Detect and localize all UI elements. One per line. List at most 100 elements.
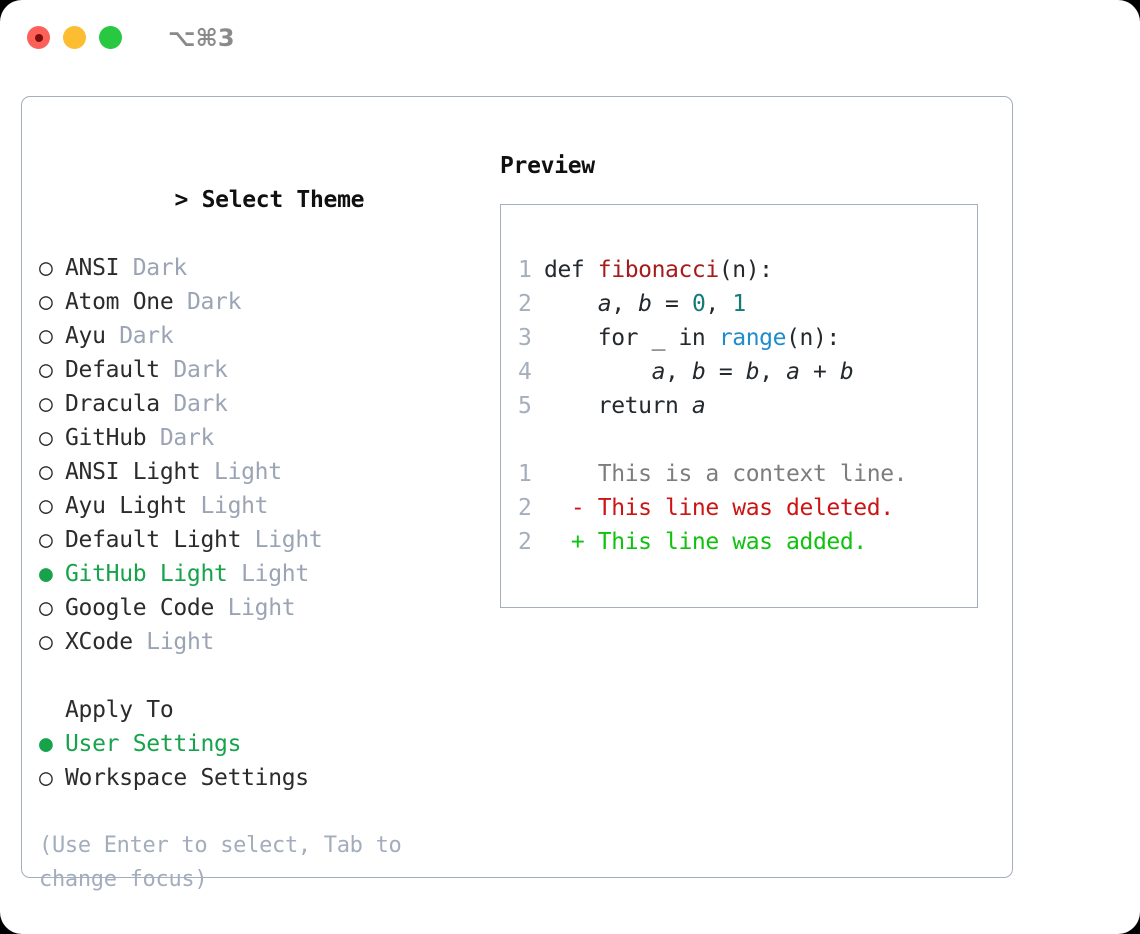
theme-option-label: Default bbox=[65, 357, 160, 383]
code-token-num: 0 bbox=[691, 291, 706, 317]
theme-option-default[interactable]: ○ Default Dark bbox=[39, 353, 479, 387]
theme-list-pane: > Select Theme ○ ANSI Dark○ Atom One Dar… bbox=[39, 149, 479, 897]
code-token-plain: , bbox=[705, 291, 733, 317]
code-token-plain: , bbox=[759, 359, 787, 385]
code-line: 3 for _ in range(n): bbox=[518, 321, 969, 355]
theme-option-list[interactable]: ○ ANSI Dark○ Atom One Dark○ Ayu Dark○ De… bbox=[39, 251, 479, 659]
diff-line-text: This line was deleted. bbox=[597, 495, 894, 521]
theme-option-label: Dracula bbox=[65, 391, 160, 417]
theme-option-dracula[interactable]: ○ Dracula Dark bbox=[39, 387, 479, 421]
theme-variant-badge: Light bbox=[186, 493, 269, 519]
code-token-num: 1 bbox=[732, 291, 746, 317]
radio-selected-icon: ● bbox=[39, 561, 67, 587]
theme-option-atom-one[interactable]: ○ Atom One Dark bbox=[39, 285, 479, 319]
code-token-var: a bbox=[691, 393, 706, 419]
apply-to-option-label: Workspace Settings bbox=[65, 765, 309, 791]
diff-line-number: 2 bbox=[518, 495, 532, 521]
radio-unselected-icon: ○ bbox=[39, 323, 67, 349]
theme-variant-badge: Dark bbox=[119, 255, 188, 281]
diff-line-text: This line was added. bbox=[597, 529, 867, 555]
theme-option-label: GitHub bbox=[65, 425, 147, 451]
theme-variant-badge: Light bbox=[200, 459, 282, 485]
diff-sign: - bbox=[544, 495, 598, 521]
code-line-number: 1 bbox=[518, 257, 532, 283]
theme-option-ayu[interactable]: ○ Ayu Dark bbox=[39, 319, 479, 353]
code-line-number: 5 bbox=[518, 393, 532, 419]
preview-title: Preview bbox=[500, 153, 595, 179]
theme-option-default-light[interactable]: ○ Default Light Light bbox=[39, 523, 479, 557]
code-line: 4 a, b = b, a + b bbox=[518, 355, 969, 389]
code-line-number: 2 bbox=[518, 291, 532, 317]
theme-option-github[interactable]: ○ GitHub Dark bbox=[39, 421, 479, 455]
theme-variant-badge: Light bbox=[227, 561, 309, 587]
code-diff-gap bbox=[518, 423, 969, 457]
traffic-light-group bbox=[27, 26, 122, 49]
minimize-button[interactable] bbox=[63, 26, 86, 49]
code-token-var: a bbox=[597, 291, 612, 317]
code-token-plain: , bbox=[611, 291, 639, 317]
code-token-plain: (n): bbox=[786, 325, 840, 351]
diff-sign: + bbox=[544, 529, 598, 555]
code-line-number: 4 bbox=[518, 359, 532, 385]
theme-option-label: Default Light bbox=[65, 527, 242, 553]
code-token-var: b bbox=[638, 291, 652, 317]
theme-variant-badge: Dark bbox=[159, 391, 228, 417]
theme-variant-badge: Dark bbox=[105, 323, 174, 349]
code-token-plain: for _ in bbox=[544, 325, 719, 351]
radio-unselected-icon: ○ bbox=[39, 255, 67, 281]
diff-line-add: 2 + This line was added. bbox=[518, 525, 969, 559]
code-token-plain bbox=[544, 359, 652, 385]
theme-variant-badge: Light bbox=[132, 629, 215, 655]
code-token-var: a bbox=[651, 359, 666, 385]
diff-line-group: 1 This is a context line.2 - This line w… bbox=[518, 457, 969, 559]
apply-to-header: Apply To bbox=[65, 697, 174, 723]
theme-variant-badge: Dark bbox=[146, 425, 215, 451]
radio-unselected-icon: ○ bbox=[39, 459, 67, 485]
code-token-plain: def bbox=[544, 257, 598, 283]
theme-option-google-code[interactable]: ○ Google Code Light bbox=[39, 591, 479, 625]
theme-variant-badge: Light bbox=[241, 527, 323, 553]
code-token-call: range bbox=[718, 325, 787, 351]
code-token-var: b bbox=[839, 359, 854, 385]
radio-unselected-icon: ○ bbox=[39, 493, 67, 519]
theme-option-label: XCode bbox=[65, 629, 133, 655]
diff-line-ctx: 1 This is a context line. bbox=[518, 457, 969, 491]
code-token-plain: , bbox=[665, 359, 692, 385]
theme-variant-badge: Light bbox=[214, 595, 296, 621]
apply-to-option-workspace-settings[interactable]: ○ Workspace Settings bbox=[39, 761, 479, 795]
keyboard-shortcut-label: ⌥⌘3 bbox=[168, 24, 235, 52]
diff-line-number: 1 bbox=[518, 461, 532, 487]
radio-unselected-icon: ○ bbox=[39, 391, 67, 417]
radio-unselected-icon: ○ bbox=[39, 357, 67, 383]
radio-unselected-icon: ○ bbox=[39, 425, 67, 451]
code-token-var: b bbox=[691, 359, 706, 385]
maximize-button[interactable] bbox=[99, 26, 122, 49]
apply-to-option-user-settings[interactable]: ● User Settings bbox=[39, 727, 479, 761]
theme-option-ansi[interactable]: ○ ANSI Dark bbox=[39, 251, 479, 285]
theme-option-label: Atom One bbox=[65, 289, 174, 315]
diff-line-del: 2 - This line was deleted. bbox=[518, 491, 969, 525]
code-line: 5 return a bbox=[518, 389, 969, 423]
code-token-plain: + bbox=[799, 359, 840, 385]
theme-option-label: ANSI bbox=[65, 255, 120, 281]
theme-option-label: Google Code bbox=[65, 595, 215, 621]
theme-selector-dialog: > Select Theme ○ ANSI Dark○ Atom One Dar… bbox=[21, 96, 1013, 892]
radio-unselected-icon: ○ bbox=[39, 289, 67, 315]
select-theme-title: Select Theme bbox=[201, 187, 365, 213]
apply-to-option-list[interactable]: ● User Settings○ Workspace Settings bbox=[39, 727, 479, 795]
diff-line-text: This is a context line. bbox=[597, 461, 908, 487]
theme-option-ayu-light[interactable]: ○ Ayu Light Light bbox=[39, 489, 479, 523]
code-token-plain: return bbox=[544, 393, 692, 419]
hint-spacer bbox=[39, 795, 479, 829]
code-line-number: 3 bbox=[518, 325, 532, 351]
radio-unselected-icon: ○ bbox=[39, 629, 67, 655]
theme-option-github-light[interactable]: ● GitHub Light Light bbox=[39, 557, 479, 591]
theme-option-ansi-light[interactable]: ○ ANSI Light Light bbox=[39, 455, 479, 489]
theme-option-xcode[interactable]: ○ XCode Light bbox=[39, 625, 479, 659]
close-button[interactable] bbox=[27, 26, 50, 49]
